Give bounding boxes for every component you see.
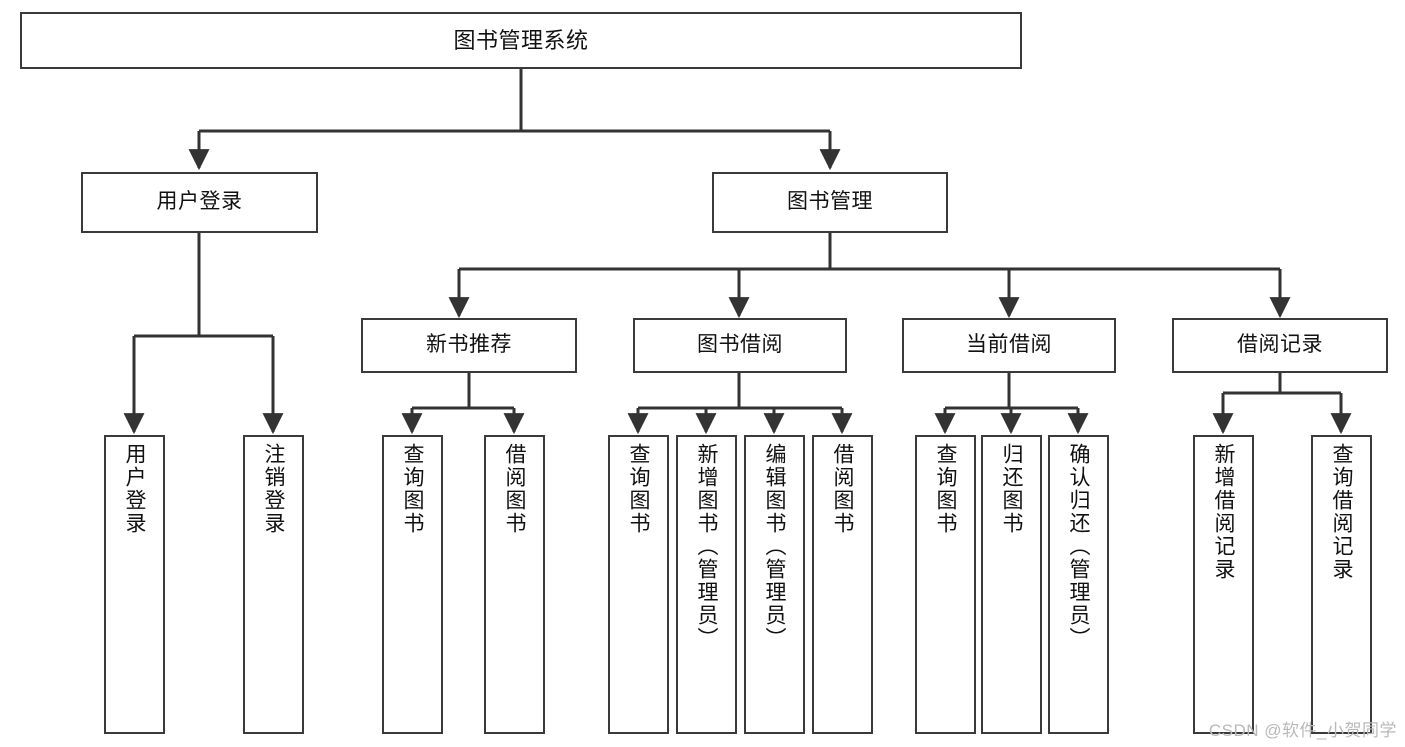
node-leaf-user-login-label: 用户登录 [123,443,146,535]
node-leaf-query-book-1-label: 查询图书 [401,443,424,535]
node-leaf-borrow-book-1[interactable]: 借阅图书 [484,435,545,734]
node-leaf-edit-book-label: 编辑图书（管理员） [763,443,786,650]
node-book-manage[interactable]: 图书管理 [712,172,948,233]
node-borrow-record-label: 借阅记录 [1237,333,1323,357]
node-leaf-user-login[interactable]: 用户登录 [104,435,165,734]
node-leaf-query-book-1[interactable]: 查询图书 [382,435,443,734]
node-user-login-label: 用户登录 [156,190,243,214]
node-borrow-record[interactable]: 借阅记录 [1172,318,1388,373]
node-book-manage-label: 图书管理 [787,190,873,214]
node-leaf-confirm-return-label: 确认归还（管理员） [1067,443,1090,650]
csdn-watermark: CSDN @软件_小贺同学 [1208,721,1397,740]
node-new-book-rec-label: 新书推荐 [426,333,512,357]
node-current-borrow-label: 当前借阅 [966,333,1052,357]
node-leaf-user-logout[interactable]: 注销登录 [243,435,304,734]
node-leaf-query-book-3-label: 查询图书 [934,443,957,535]
node-leaf-add-record-label: 新增借阅记录 [1212,443,1235,581]
node-leaf-edit-book[interactable]: 编辑图书（管理员） [744,435,805,734]
node-leaf-query-book-2[interactable]: 查询图书 [608,435,669,734]
node-leaf-borrow-book-2[interactable]: 借阅图书 [812,435,873,734]
node-leaf-query-record[interactable]: 查询借阅记录 [1311,435,1372,734]
node-leaf-query-record-label: 查询借阅记录 [1330,443,1353,581]
node-leaf-user-logout-label: 注销登录 [262,443,285,535]
node-root[interactable]: 图书管理系统 [20,12,1022,69]
node-leaf-query-book-2-label: 查询图书 [627,443,650,535]
node-leaf-return-book[interactable]: 归还图书 [981,435,1042,734]
node-book-borrow[interactable]: 图书借阅 [633,318,847,373]
node-current-borrow[interactable]: 当前借阅 [902,318,1116,373]
node-leaf-add-book-label: 新增图书（管理员） [695,443,718,650]
node-root-label: 图书管理系统 [453,27,589,53]
node-leaf-return-book-label: 归还图书 [1000,443,1023,535]
node-book-borrow-label: 图书借阅 [697,333,783,357]
node-new-book-rec[interactable]: 新书推荐 [361,318,577,373]
node-leaf-add-record[interactable]: 新增借阅记录 [1193,435,1254,734]
node-leaf-borrow-book-1-label: 借阅图书 [503,443,526,535]
node-user-login[interactable]: 用户登录 [81,172,318,233]
node-leaf-borrow-book-2-label: 借阅图书 [831,443,854,535]
node-leaf-confirm-return[interactable]: 确认归还（管理员） [1048,435,1109,734]
node-leaf-add-book[interactable]: 新增图书（管理员） [676,435,737,734]
node-leaf-query-book-3[interactable]: 查询图书 [915,435,976,734]
